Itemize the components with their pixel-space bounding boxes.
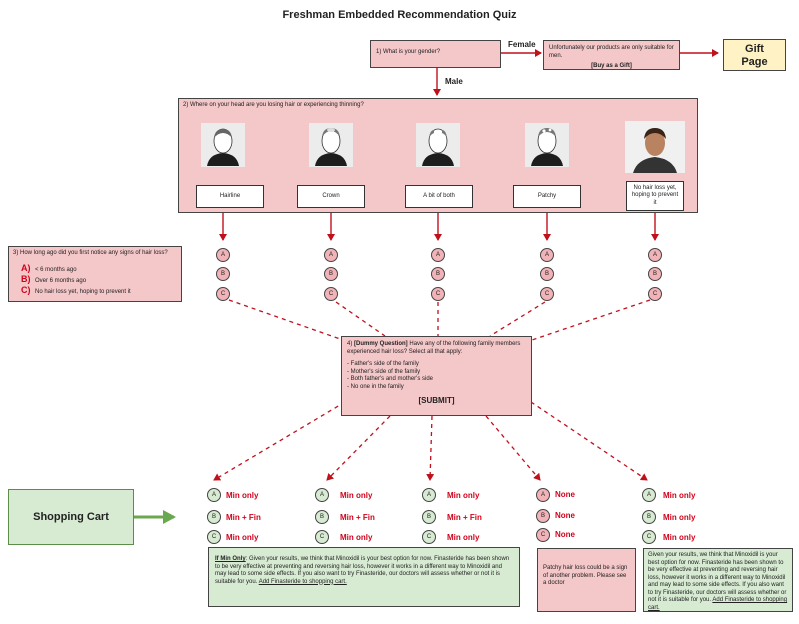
female-note-text: Unfortunately our products are only suit… bbox=[549, 45, 674, 59]
option-no-hair-loss[interactable]: No hair loss yet, hoping to prevent it bbox=[626, 181, 684, 211]
r5-c[interactable]: C bbox=[642, 530, 656, 544]
patchy-note: Patchy hair loss could be a sign of anot… bbox=[537, 548, 636, 612]
option-crown[interactable]: Crown bbox=[297, 185, 365, 208]
col3-c[interactable]: C bbox=[431, 287, 445, 301]
r5-a[interactable]: A bbox=[642, 488, 656, 502]
r4-result-c: None bbox=[555, 530, 575, 539]
q3-option-b[interactable]: B)Over 6 months ago bbox=[21, 274, 87, 285]
q3-option-a[interactable]: A)< 6 months ago bbox=[21, 263, 77, 273]
crown-head-icon bbox=[309, 123, 353, 167]
r4-a[interactable]: A bbox=[536, 488, 550, 502]
r4-result-a: None bbox=[555, 490, 575, 499]
col4-b[interactable]: B bbox=[540, 267, 554, 281]
col2-a[interactable]: A bbox=[324, 248, 338, 262]
question-4: 4) [Dummy Question] Have any of the foll… bbox=[341, 336, 532, 416]
option-hairline[interactable]: Hairline bbox=[196, 185, 264, 208]
col4-c[interactable]: C bbox=[540, 287, 554, 301]
r5-result-a: Min only bbox=[663, 491, 696, 500]
col2-c[interactable]: C bbox=[324, 287, 338, 301]
min-only-right-body: Given your results, we think that Minoxi… bbox=[648, 552, 787, 603]
question-3: 3) How long ago did you first notice any… bbox=[8, 246, 182, 302]
patchy-head-icon bbox=[525, 123, 569, 167]
question-1: 1) What is your gender? bbox=[370, 40, 501, 68]
r5-b[interactable]: B bbox=[642, 510, 656, 524]
r2-result-b: Min + Fin bbox=[340, 513, 375, 522]
col5-a[interactable]: A bbox=[648, 248, 662, 262]
r4-b[interactable]: B bbox=[536, 509, 550, 523]
r1-result-c: Min only bbox=[226, 533, 259, 542]
col2-b[interactable]: B bbox=[324, 267, 338, 281]
option-a-bit-of-both[interactable]: A bit of both bbox=[405, 185, 473, 208]
r2-c[interactable]: C bbox=[315, 530, 329, 544]
label-female: Female bbox=[508, 40, 536, 49]
r5-result-b: Min only bbox=[663, 513, 696, 522]
r2-result-c: Min only bbox=[340, 533, 373, 542]
page-title: Freshman Embedded Recommendation Quiz bbox=[282, 9, 517, 21]
add-finasteride-link[interactable]: Add Finasteride to shopping cart. bbox=[258, 578, 347, 585]
buy-as-gift-link[interactable]: [Buy as a Gift] bbox=[591, 63, 632, 69]
label-male: Male bbox=[445, 77, 463, 86]
col5-b[interactable]: B bbox=[648, 267, 662, 281]
min-only-note-right: Given your results, we think that Minoxi… bbox=[643, 548, 793, 612]
col1-b[interactable]: B bbox=[216, 267, 230, 281]
r2-b[interactable]: B bbox=[315, 510, 329, 524]
r3-b[interactable]: B bbox=[422, 510, 436, 524]
min-only-note: If Min Only: Given your results, we thin… bbox=[208, 547, 520, 607]
q4-option-both[interactable]: - Both father's and mother's side bbox=[347, 376, 434, 382]
r1-b[interactable]: B bbox=[207, 510, 221, 524]
min-only-body: : Given your results, we think that Mino… bbox=[215, 556, 510, 585]
option-patchy[interactable]: Patchy bbox=[513, 185, 581, 208]
r5-result-c: Min only bbox=[663, 533, 696, 542]
col4-a[interactable]: A bbox=[540, 248, 554, 262]
r3-result-c: Min only bbox=[447, 533, 480, 542]
r3-result-a: Min only bbox=[447, 491, 480, 500]
q4-option-father[interactable]: - Father's side of the family bbox=[347, 361, 419, 367]
r1-c[interactable]: C bbox=[207, 530, 221, 544]
female-note: Unfortunately our products are only suit… bbox=[543, 40, 680, 70]
add-finasteride-link-right[interactable]: Add Finasteride to shopping cart. bbox=[648, 597, 788, 611]
r1-result-a: Min only bbox=[226, 491, 259, 500]
q4-option-mother[interactable]: - Mother's side of the family bbox=[347, 368, 421, 375]
r2-a[interactable]: A bbox=[315, 488, 329, 502]
gift-page-line1: Gift bbox=[745, 43, 764, 55]
r3-a[interactable]: A bbox=[422, 488, 436, 502]
col5-c[interactable]: C bbox=[648, 287, 662, 301]
shopping-cart[interactable]: Shopping Cart bbox=[8, 489, 134, 545]
r3-result-b: Min + Fin bbox=[447, 513, 482, 522]
min-only-lead: If Min Only bbox=[215, 556, 246, 562]
r4-c[interactable]: C bbox=[536, 528, 550, 542]
r3-c[interactable]: C bbox=[422, 530, 436, 544]
question-2-text: 2) Where on your head are you losing hai… bbox=[183, 102, 364, 108]
question-1-text: 1) What is your gender? bbox=[376, 49, 441, 55]
col3-b[interactable]: B bbox=[431, 267, 445, 281]
both-head-icon bbox=[416, 123, 460, 167]
question-3-text: 3) How long ago did you first notice any… bbox=[13, 250, 168, 256]
gift-page-line2: Page bbox=[741, 55, 768, 68]
col1-c[interactable]: C bbox=[216, 287, 230, 301]
q3-option-c[interactable]: C)No hair loss yet, hoping to prevent it bbox=[21, 285, 131, 296]
gift-page[interactable]: Gift Page bbox=[723, 39, 786, 71]
r2-result-a: Min only bbox=[340, 491, 373, 500]
r1-a[interactable]: A bbox=[207, 488, 221, 502]
question-4-text: 4) [Dummy Question] Have any of the foll… bbox=[347, 341, 521, 355]
man-photo-icon bbox=[625, 121, 685, 173]
col1-a[interactable]: A bbox=[216, 248, 230, 262]
col3-a[interactable]: A bbox=[431, 248, 445, 262]
submit-button[interactable]: [SUBMIT] bbox=[418, 396, 455, 405]
hairline-head-icon bbox=[201, 123, 245, 167]
r4-result-b: None bbox=[555, 511, 575, 520]
q4-option-none[interactable]: - No one in the family bbox=[347, 383, 404, 390]
r1-result-b: Min + Fin bbox=[226, 513, 261, 522]
